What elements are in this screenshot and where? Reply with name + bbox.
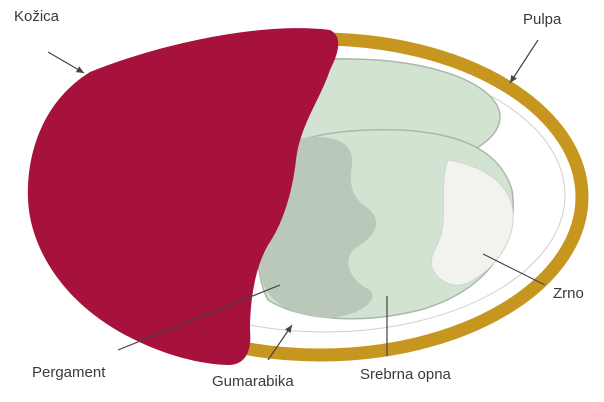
mucilage-label: Gumarabika	[212, 373, 294, 390]
skin-arrow	[48, 52, 84, 73]
parchment-label: Pergament	[32, 364, 105, 381]
bean-label: Zrno	[553, 285, 584, 302]
skin-label: Kožica	[14, 8, 59, 25]
silver-skin-label: Srebrna opna	[360, 366, 451, 383]
pulp-arrow	[510, 40, 538, 83]
pulp-label: Pulpa	[523, 11, 561, 28]
